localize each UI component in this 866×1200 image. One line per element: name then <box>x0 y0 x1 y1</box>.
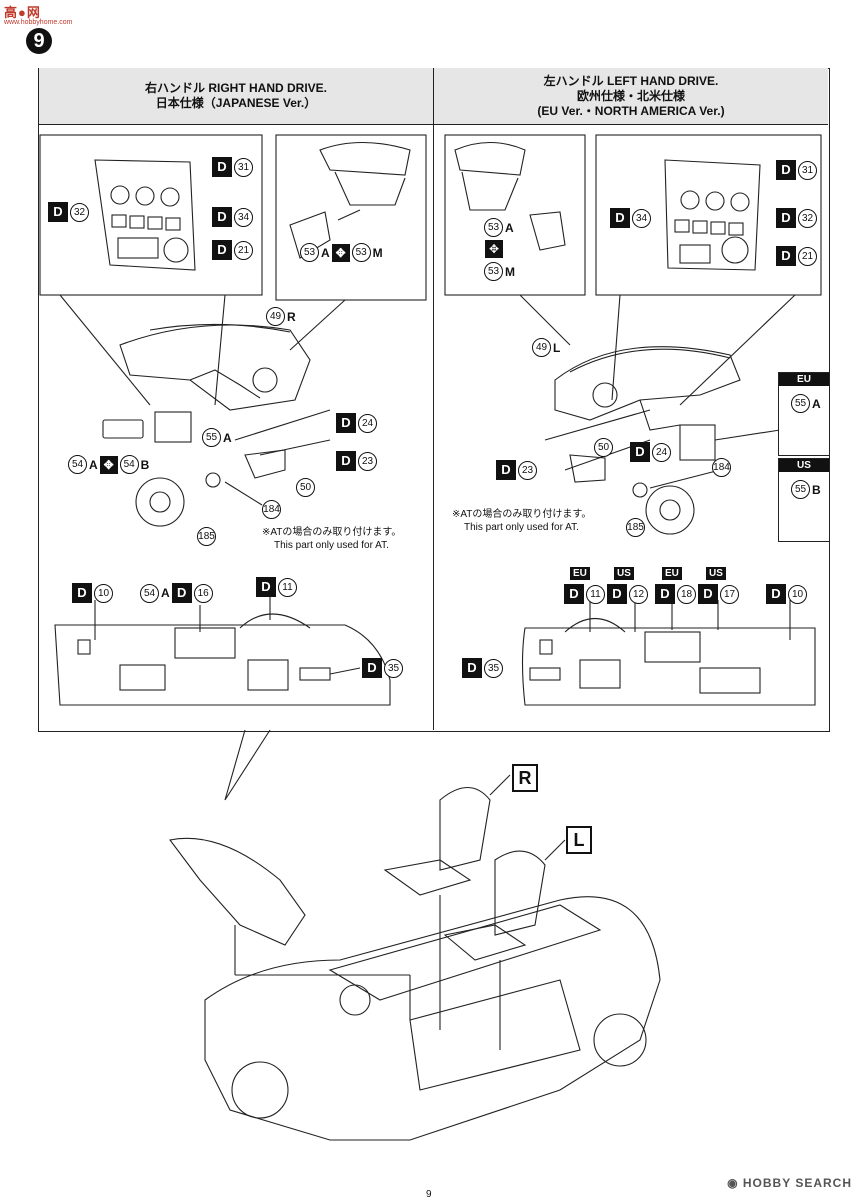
right-hand-drive-header: 右ハンドル RIGHT HAND DRIVE. 日本仕様（JAPANESE Ve… <box>39 68 433 125</box>
hobby-search-watermark: ◉ HOBBY SEARCH <box>727 1176 852 1190</box>
left-hand-drive-header: 左ハンドル LEFT HAND DRIVE. 欧州仕様・北米仕様 (EU Ver… <box>434 68 828 125</box>
lhd-label-185: 185 <box>626 518 645 537</box>
rhd-title: 右ハンドル RIGHT HAND DRIVE. <box>144 81 327 95</box>
lhd-swap-icon: ✥ <box>485 240 503 258</box>
rhd-part-50-sketch <box>244 449 286 479</box>
lhd-label-50: 50 <box>594 438 613 457</box>
rhd-part-184-sketch <box>205 472 221 488</box>
lhd-label-184: 184 <box>712 458 731 477</box>
lhd-title: 左ハンドル LEFT HAND DRIVE. <box>543 73 719 88</box>
rhd-lower-dashboard-sketch <box>54 613 391 706</box>
rhd-label-185: 185 <box>197 527 216 546</box>
lhd-vent-sketch <box>454 142 566 251</box>
rhd-at-note: ※ATの場合のみ取り付けます。This part only used for A… <box>262 527 402 551</box>
seat-r-sketch <box>383 787 491 896</box>
step-number-badge: 9 <box>26 28 52 54</box>
rhd-subtitle: 日本仕様（JAPANESE Ver.） <box>155 96 317 110</box>
lhd-part-184-sketch <box>632 482 648 498</box>
lhd-lower-dashboard-sketch <box>521 618 816 706</box>
rhd-console-detail-box <box>39 134 263 296</box>
panel-divider <box>433 68 434 730</box>
lhd-part-55-sketch <box>679 424 716 461</box>
seat-l-sketch <box>443 850 546 961</box>
seat-l-label: L <box>566 826 592 854</box>
lhd-subtitle-2: (EU Ver.・NORTH AMERICA Ver.) <box>537 103 725 118</box>
lhd-at-note: ※ATの場合のみ取り付けます。This part only used for A… <box>452 509 592 533</box>
lhd-dashboard-sketch <box>554 346 741 431</box>
lhd-part-50-sketch <box>569 454 606 483</box>
lhd-subtitle: 欧州仕様・北米仕様 <box>576 88 685 103</box>
chassis-sketch <box>169 837 661 1141</box>
lhd-console-panel-sketch <box>664 159 761 271</box>
rhd-vent-detail-box <box>275 134 427 301</box>
eu-tag: EU <box>779 373 829 386</box>
rhd-console-panel-sketch <box>94 159 196 271</box>
eu-tag-d18: EU <box>662 567 682 580</box>
rhd-steering-wheel-sketch <box>135 477 185 527</box>
eu-tag-d11: EU <box>570 567 590 580</box>
rhd-part-55-sketch <box>154 411 192 443</box>
lhd-steering-wheel-sketch <box>645 485 695 535</box>
swap-icon: ✥ <box>331 243 350 262</box>
dashboard-assembly-sketch <box>169 837 306 946</box>
rhd-dashboard-sketch <box>119 323 311 411</box>
rhd-label-184: 184 <box>262 500 281 519</box>
lhd-console-detail-box <box>595 134 822 296</box>
us-tag-d12: US <box>614 567 634 580</box>
us-tag: US <box>779 459 829 472</box>
page-number: 9 <box>426 1189 432 1200</box>
us-tag-d17: US <box>706 567 726 580</box>
rhd-vent-sketch <box>289 141 411 259</box>
rhd-label-50: 50 <box>296 478 315 497</box>
seat-r-label: R <box>512 764 538 792</box>
swap-icon: ✥ <box>99 455 118 474</box>
lhd-vent-detail-box <box>444 134 586 296</box>
rhd-part-54-sketch <box>102 419 144 439</box>
